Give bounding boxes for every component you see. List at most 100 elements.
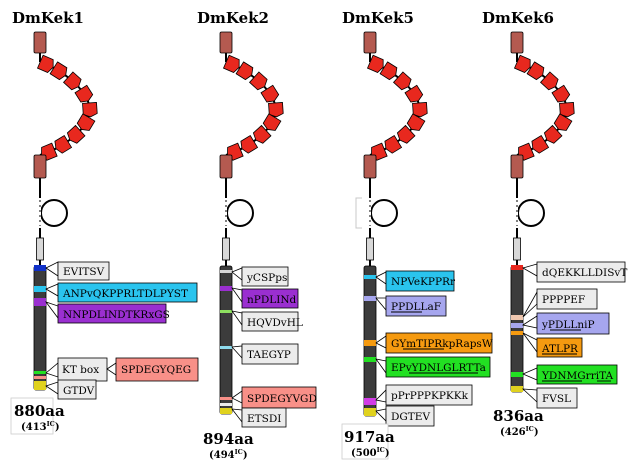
feature-label: yCSPps [246,272,287,284]
lrr-repeat [235,61,254,81]
motif-band [34,298,46,306]
lrr-repeat [76,113,96,131]
feature-label: GYmTIPRkpRapsW [391,338,493,350]
feature-box: GYmTIPRkpRapsW [375,332,493,354]
lrr-repeat [412,102,428,118]
total-length: 880aa [14,402,65,420]
ig-domain [33,154,47,179]
ig-domain [510,31,524,54]
feature-box: ETSDI [231,407,287,428]
lrr-repeat [82,102,98,118]
feature-label: dQEKKLLDISvT [542,267,627,279]
lrr-repeat [240,134,259,154]
feature-label: SPDEGYVGD [247,393,317,405]
protein-backbone [33,31,98,391]
loop-gap [225,198,227,228]
motif-band [220,310,232,313]
feature-box: KT box [45,357,108,382]
motif-band [364,398,376,405]
protein-backbone [363,31,428,417]
feature-box: EPvYDNLGLRTTa [375,356,491,378]
transmembrane-segment [36,237,44,261]
protein-dmkek1: DmKek1 EVITSV ANPvQKPPRLTDLPYST NNPDLIND… [10,9,199,435]
lrr-repeat [379,61,398,81]
feature-box: NPVeKPPRr [375,270,456,292]
disulfide-loop [226,199,254,227]
feature-box: SPDEGYQEG [106,357,199,382]
feature-box: nPDLINd [231,287,299,309]
feature-label: nPDLINd [247,294,297,306]
feature-box: yCSPps [231,266,289,287]
feature-label: SPDEGYQEG [121,364,191,376]
transmembrane-segment [513,237,521,261]
lrr-repeat [62,71,82,91]
c-terminal-band [34,381,46,390]
protein-backbone [510,31,575,393]
motif-band [511,323,523,328]
feature-label: NPVeKPPRr [391,276,456,288]
motif-band [364,357,376,362]
motif-band [220,397,232,400]
motif-band [34,265,46,271]
lrr-repeat [54,134,73,154]
lrr-repeat [406,113,426,131]
ig-domain [219,31,233,54]
length-frame [10,397,54,435]
length-frame [341,423,389,460]
motif-band [364,296,376,301]
lrr-repeat [513,54,531,73]
lrr-repeat [222,54,240,73]
feature-label: FVSL [542,393,571,405]
disulfide-loop [517,199,545,227]
motif-band [511,372,523,377]
feature-box: GTDV [45,379,97,400]
intracellular-length: (426IC) [500,425,539,438]
feature-box: TAEGYP [231,343,299,365]
feature-box: YDNMGrriTA [521,364,618,385]
lrr-repeat [366,54,384,73]
lrr-repeat [404,84,424,103]
intracellular-length: (413IC) [21,420,60,433]
protein-name: DmKek5 [342,9,414,27]
lrr-repeat [262,113,282,131]
feature-label: PPPPEF [542,294,585,306]
lrr-repeat [543,124,563,144]
protein-dmkek2: DmKek2 yCSPps nPDLINd HQVDvHL TAEGYP [197,9,317,461]
protein-name: DmKek2 [197,9,269,27]
feature-label: pPrPPPKPKKk [391,390,469,402]
lrr-repeat [248,71,268,91]
transmembrane-segment [366,237,374,261]
motif-band [220,346,232,349]
feature-box: FVSL [521,387,578,409]
feature-label: ETSDI [247,413,281,425]
motif-band [34,371,46,374]
feature-box: yPDLLniP [521,312,610,335]
loop-gap [39,198,41,228]
feature-box: NNPDLINDTKRxGS [44,301,170,324]
protein-dmkek5: DmKek5 NPVeKPPRr PPDLLaF GYmTIPRkpRapsW [341,9,493,460]
total-length: 917aa [344,428,395,446]
feature-label: DGTEV [391,411,430,423]
lrr-repeat [260,84,280,103]
lrr-repeat [539,71,559,91]
bracket-mark [355,197,362,229]
feature-box: PPDLLaF [375,295,447,317]
ig-domain [219,154,233,179]
feature-label: ANPvQKPPRLTDLPYST [62,288,188,300]
motif-band [34,286,46,292]
feature-label: yPDLLniP [541,319,595,331]
feature-box: dQEKKLLDISvT [521,261,627,283]
lrr-repeat [526,61,545,81]
feature-label: KT box [62,364,99,376]
disulfide-loop [370,199,398,227]
lrr-repeat [392,71,412,91]
lrr-repeat [531,134,550,154]
transmembrane-segment [222,237,230,261]
feature-box: pPrPPPKPKKk [375,384,473,406]
motif-band [511,331,523,335]
feature-box: PPPPEF [522,288,598,318]
feature-label: NNPDLINDTKRxGS [63,309,170,321]
lrr-repeat [49,61,68,81]
feature-box: EVITSV [45,261,110,281]
feature-box: ATLPR [522,332,583,358]
